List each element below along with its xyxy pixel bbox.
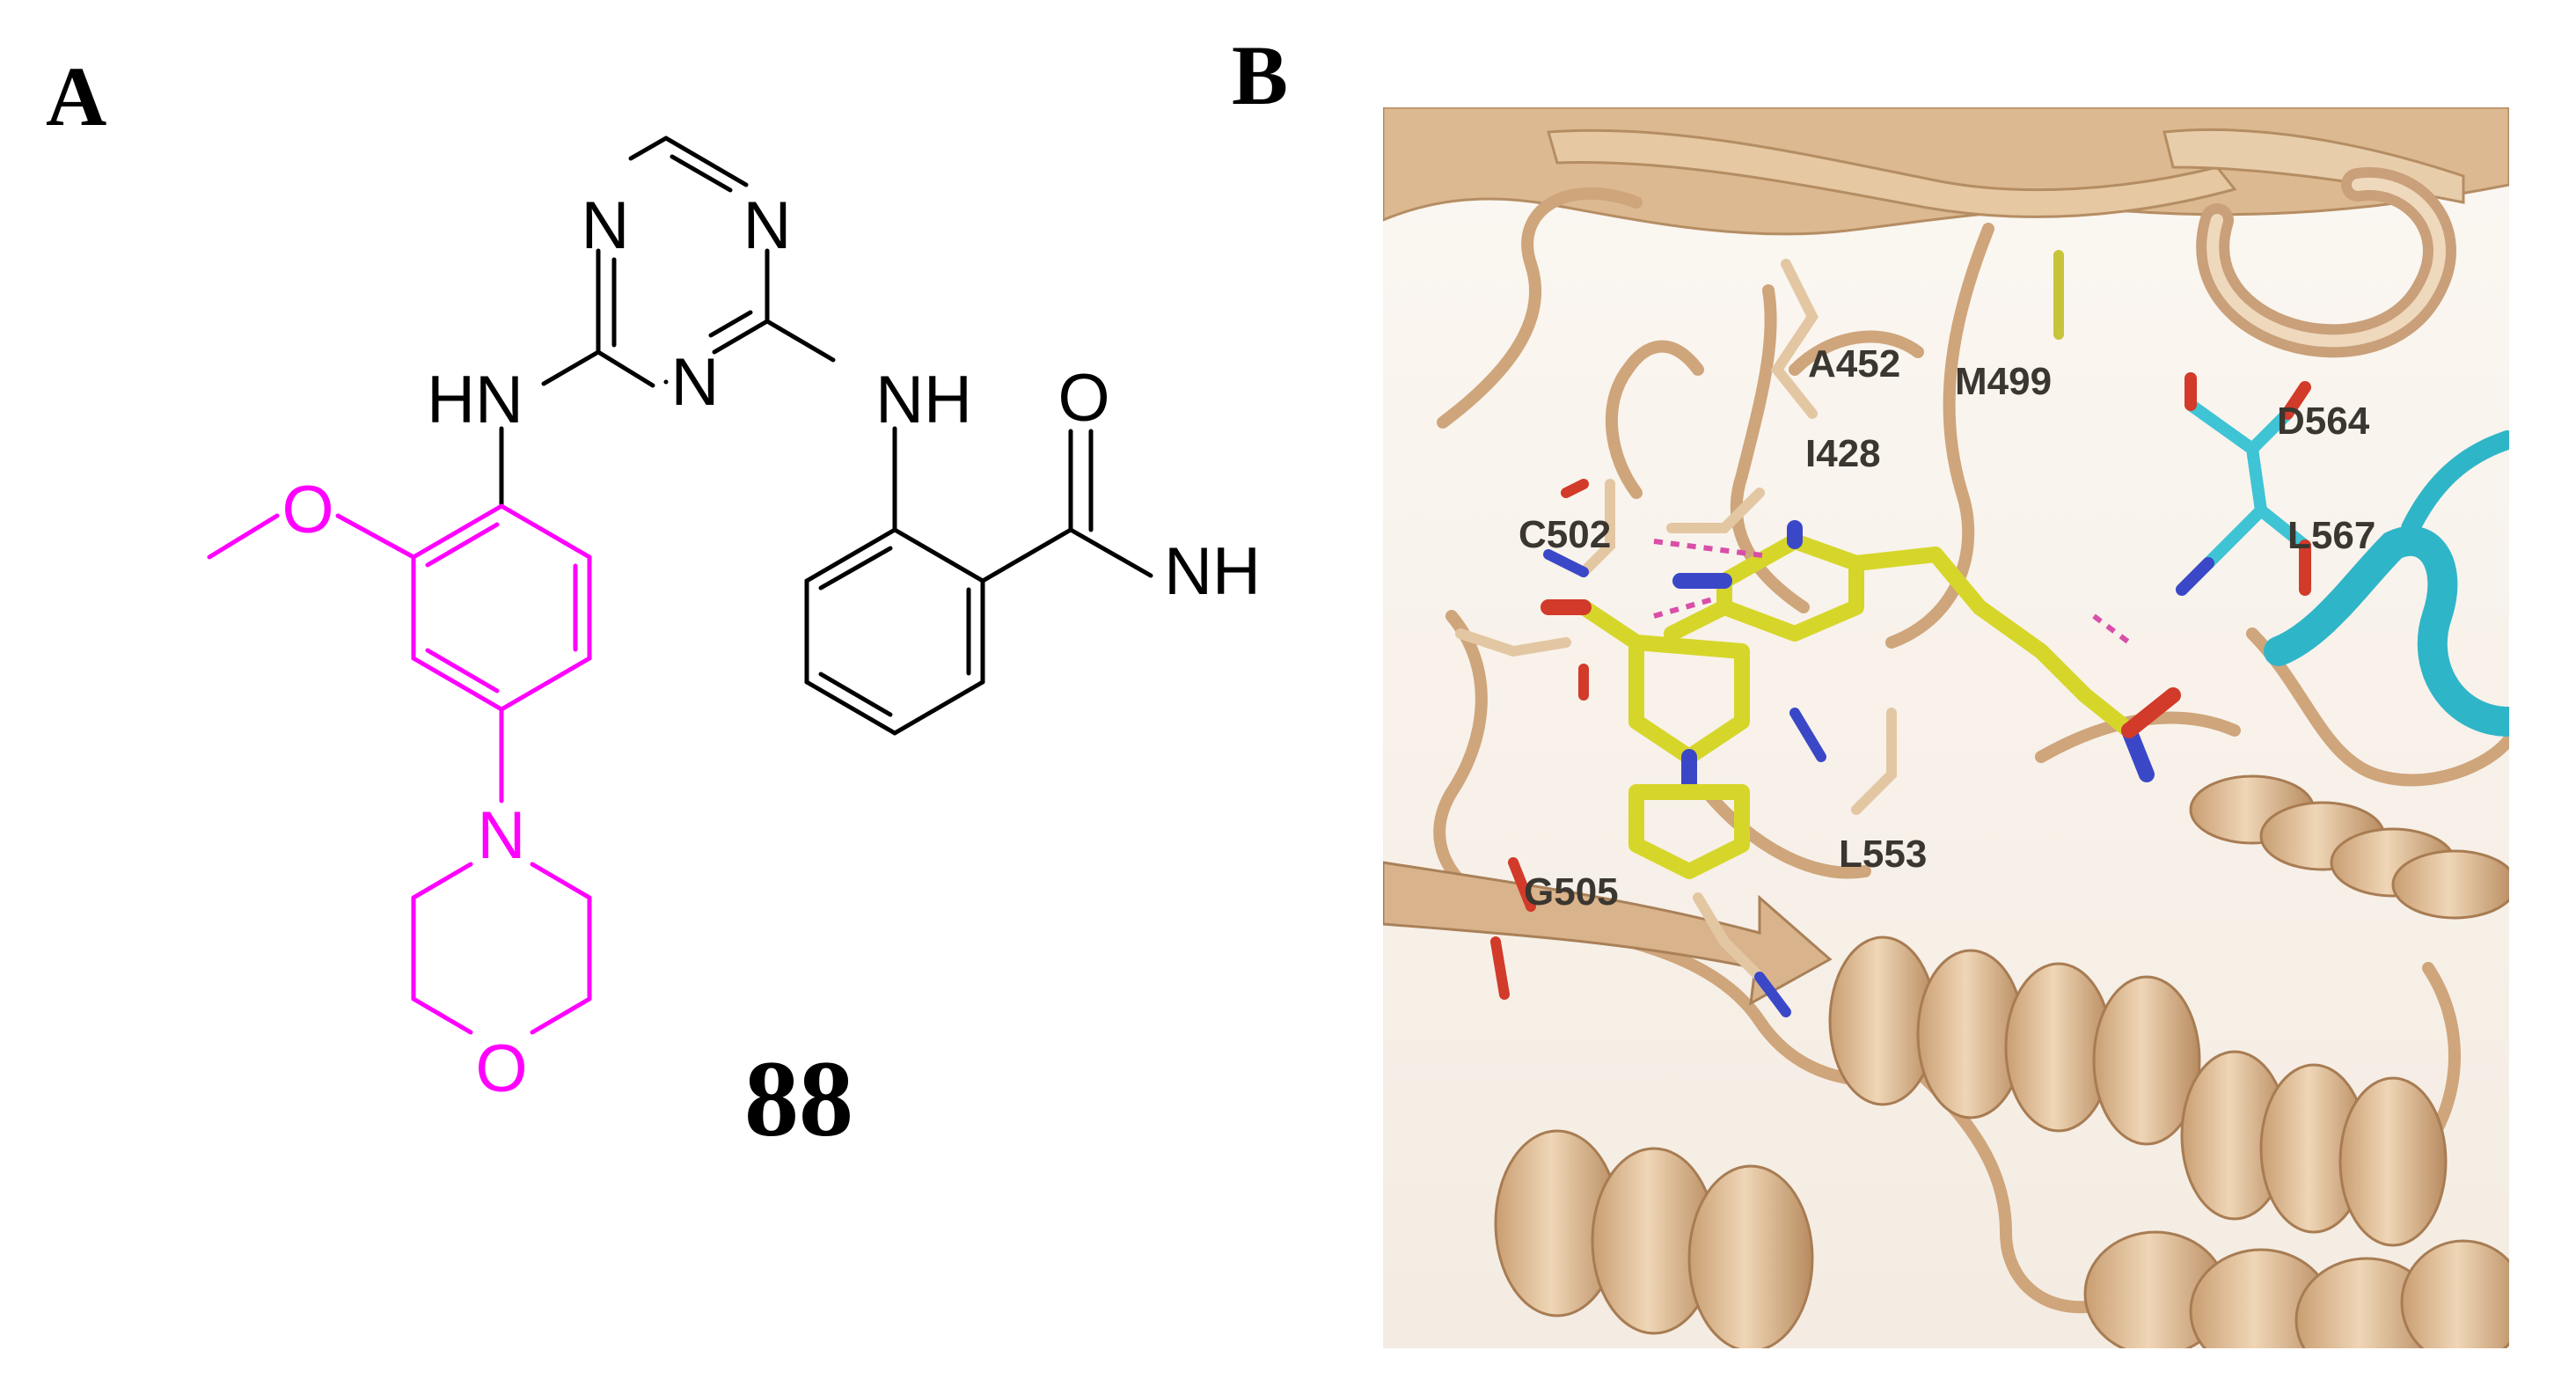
side-chains — [1455, 250, 2064, 1017]
atom-morpholine-o: O — [475, 1031, 527, 1106]
protein-top-sheet — [1383, 107, 2509, 236]
docking-render: A452 M499 D564 I428 C502 L567 L553 G505 — [1383, 107, 2509, 1348]
atom-labels: N N N HN NH O NH O N O — [282, 188, 1260, 1106]
residue-label-c502: C502 — [1519, 513, 1611, 556]
residue-label-l553: L553 — [1839, 833, 1927, 876]
residue-label-g505: G505 — [1524, 870, 1619, 914]
protein-beta-strand — [1383, 861, 1833, 1006]
atom-nh-left: HN — [427, 363, 523, 437]
atom-morpholine-n: N — [478, 798, 526, 873]
panel-letter-b: B — [1232, 28, 1288, 122]
ligand — [1540, 520, 2181, 879]
residue-labels: A452 M499 D564 I428 C502 L567 L553 G505 — [1519, 342, 2375, 914]
cyan-loop — [2264, 430, 2509, 737]
compound-number: 88 — [744, 1038, 853, 1159]
atom-methoxy-o: O — [282, 473, 333, 547]
residue-label-l567: L567 — [2287, 514, 2375, 557]
atom-carbonyl-o: O — [1057, 361, 1109, 436]
residue-label-d564: D564 — [2277, 400, 2370, 443]
atom-triazine-n-top-left: N — [582, 188, 630, 263]
atom-triazine-n-bottom: N — [671, 345, 720, 420]
protein-top-right-helix — [2196, 166, 2456, 358]
hydrogen-bonds — [1653, 539, 2131, 645]
panel-b: B — [1232, 28, 2509, 1348]
atom-amide-nh: NH — [1164, 534, 1261, 609]
residue-label-m499: M499 — [1955, 360, 2052, 403]
panel-letter-a: A — [46, 49, 106, 143]
atom-triazine-n-top-right: N — [743, 188, 792, 263]
cyan-side-chains — [2176, 372, 2311, 596]
residue-label-a452: A452 — [1808, 342, 1900, 385]
black-bonds — [499, 136, 1153, 736]
protein-helices — [1494, 774, 2509, 1348]
panel-a: A — [46, 49, 1261, 1159]
residue-label-i428: I428 — [1805, 432, 1881, 475]
magenta-bonds — [207, 503, 592, 1035]
atom-nh-right: NH — [875, 363, 972, 437]
